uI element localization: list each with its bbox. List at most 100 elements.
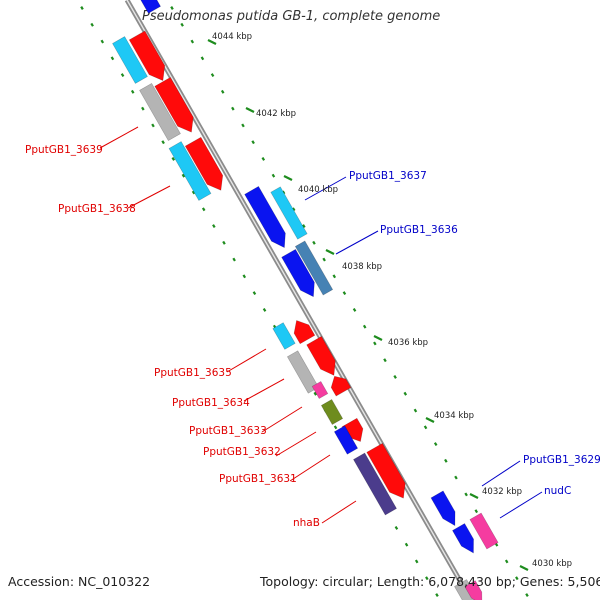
gene-feature (140, 0, 161, 14)
tick-dot-right (220, 89, 225, 94)
tick-dot-right (261, 157, 266, 161)
scale-label: 4040 kbp (298, 185, 338, 195)
tick-dot-left (404, 542, 409, 547)
gene-feature (311, 381, 329, 399)
genome-backbone (124, 0, 474, 600)
tick-dot-left (212, 224, 216, 228)
tick-dot-left (222, 240, 226, 245)
tick-dot-right (200, 56, 205, 61)
map-title: Pseudomonas putida GB-1, complete genome (142, 9, 441, 24)
gene-label: PputGB1_3635 (154, 367, 232, 379)
major-tick (245, 107, 255, 113)
tick-dot-left (171, 157, 176, 161)
tick-dot-left (262, 307, 267, 312)
tick-dot-right (373, 341, 377, 346)
gene-feature (330, 375, 352, 397)
tick-dot-left (191, 190, 196, 195)
scale-label: 4042 kbp (256, 109, 296, 119)
tick-dot-right (515, 576, 519, 581)
gene-feature (469, 512, 499, 550)
backbone-highlight (126, 0, 472, 600)
tick-dot-right (332, 274, 337, 279)
gene-feature (168, 141, 212, 201)
tick-dot-right (423, 425, 428, 430)
tick-dot-left (414, 559, 419, 564)
leader-line (226, 348, 267, 373)
tick-dot-right (413, 408, 418, 413)
tick-dot-right (291, 207, 296, 212)
gene-feature (452, 523, 474, 554)
tick-dot-right (190, 39, 195, 44)
tick-dot-left (151, 123, 155, 128)
gene-feature (333, 425, 359, 455)
gene-feature (154, 76, 194, 133)
tick-dot-left (242, 274, 247, 279)
leader-line (335, 230, 379, 255)
gene-feature (184, 136, 224, 191)
tick-dot-right (312, 240, 316, 245)
leader-line (99, 126, 139, 149)
scale-label: 4036 kbp (388, 338, 428, 348)
leader-line (243, 378, 285, 402)
gene-feature (281, 248, 315, 298)
tick-dot-left (333, 425, 338, 430)
gene-label: PputGB1_3634 (172, 397, 250, 409)
leader-line (127, 185, 171, 209)
major-tick (425, 417, 435, 423)
tick-dot-left (120, 73, 125, 78)
gene-label: PputGB1_3633 (189, 425, 267, 437)
tick-dot-left (100, 39, 105, 44)
tick-dot-left (435, 593, 439, 597)
major-tick (373, 335, 383, 341)
label-leader-lines (99, 126, 543, 524)
tick-dot-left (425, 576, 429, 581)
tick-dot-left (161, 140, 165, 145)
gene-features (112, 0, 499, 600)
tick-dot-left (252, 291, 257, 296)
tick-dot-right (454, 475, 458, 480)
accession-text: Accession: NC_010322 (8, 574, 151, 589)
tick-dot-left (130, 89, 135, 94)
scale-label: 4032 kbp (482, 487, 522, 497)
tick-dot-left (394, 525, 399, 530)
gene-feature (272, 322, 296, 350)
leader-line (499, 491, 543, 519)
gene-feature (464, 580, 483, 600)
tick-dot-right (180, 22, 184, 27)
tick-dot-right (403, 391, 408, 396)
tick-dot-right (433, 442, 438, 447)
tick-dot-right (231, 106, 235, 111)
gene-label: PputGB1_3629 (523, 454, 600, 466)
gene-feature (353, 452, 397, 516)
scale-label: 4044 kbp (212, 32, 252, 42)
gene-label: PputGB1_3631 (219, 473, 297, 485)
tick-dot-right (464, 492, 468, 497)
gene-label: PputGB1_3637 (349, 170, 427, 182)
major-tick (207, 39, 217, 45)
tick-dot-right (322, 257, 326, 262)
genome-summary-text: Topology: circular; Length: 6,078,430 bp… (260, 574, 600, 589)
tick-dot-right (504, 559, 509, 564)
tick-dot-right (494, 542, 499, 547)
tick-dot-right (210, 73, 215, 78)
leader-line (275, 431, 317, 457)
leader-line (321, 500, 357, 524)
scale-label: 4034 kbp (434, 411, 474, 421)
leader-line (304, 176, 347, 201)
tick-dot-right (302, 224, 306, 228)
tick-dot-left (313, 391, 318, 396)
gene-feature (294, 240, 334, 296)
gene-feature (270, 186, 308, 240)
gene-label: nudC (544, 485, 571, 497)
tick-dot-right (444, 458, 448, 463)
leader-line (261, 406, 303, 433)
gene-feature (293, 320, 316, 345)
gene-feature (306, 336, 336, 376)
gene-label: PputGB1_3639 (25, 144, 103, 156)
tick-dot-left (80, 6, 84, 10)
tick-dot-right (474, 509, 479, 514)
tick-dot-right (393, 375, 397, 379)
gene-labels: PputGB1_3639PputGB1_3638PputGB1_3637Pput… (25, 144, 600, 529)
tick-dot-right (170, 6, 174, 10)
